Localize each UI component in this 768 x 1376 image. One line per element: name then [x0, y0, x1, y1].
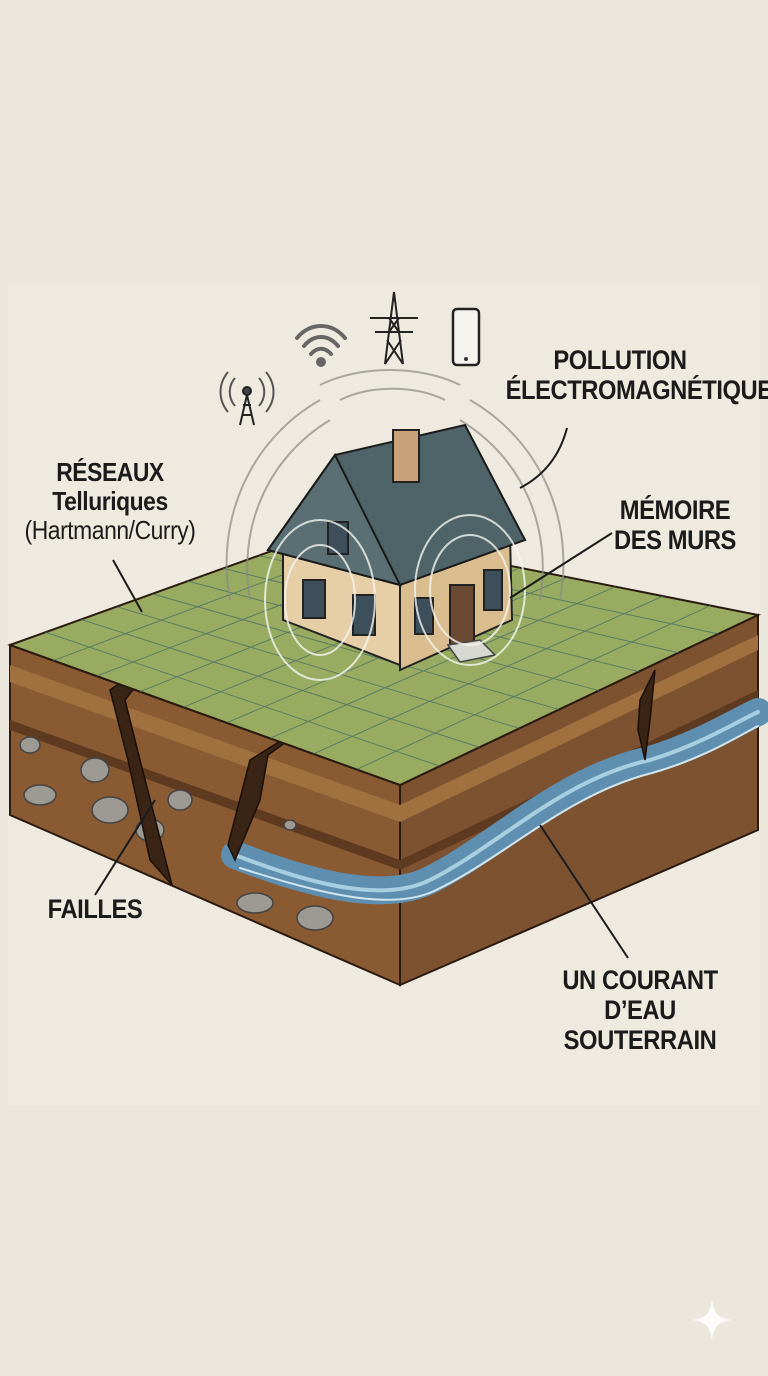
ground-block [9, 613, 768, 987]
grid-line [152, 593, 560, 710]
label-line: UN COURANT [562, 965, 718, 995]
wall-memory-waves [264, 514, 526, 681]
label-line: RÉSEAUX [56, 457, 164, 487]
em-waves [225, 369, 565, 601]
grid-line [80, 618, 480, 748]
grid-line [269, 586, 616, 739]
wifi-icon [295, 324, 347, 367]
label-line: (Hartmann/Curry) [24, 515, 196, 546]
label-line: MÉMOIRE [619, 495, 731, 525]
label-memoire-des-murs: MÉMOIRE DES MURS [609, 495, 741, 555]
label-line: D’EAU SOUTERRAIN [563, 995, 717, 1056]
label-reseaux-telluriques: RÉSEAUX Telluriques (Hartmann/Curry) [18, 457, 203, 546]
house [264, 423, 527, 681]
grid-line [116, 606, 520, 729]
cell-tower-icon [219, 371, 275, 426]
grid-line [45, 631, 440, 767]
power-pylon-icon [370, 291, 418, 365]
sparkle-icon [692, 1300, 732, 1340]
label-line: DES MURS [614, 525, 736, 556]
label-line: Telluriques [52, 486, 168, 517]
label-pollution-electromagnetique: POLLUTION ÉLECTROMAGNÉTIQUE [505, 345, 768, 406]
label-line: POLLUTION [553, 345, 687, 375]
label-line: ÉLECTROMAGNÉTIQUE [505, 375, 768, 406]
grid-line [356, 605, 711, 770]
underground-water [221, 698, 768, 905]
label-failles: FAILLES [47, 894, 143, 924]
smartphone-icon [451, 307, 481, 367]
rocks [19, 736, 334, 931]
leader-lines [94, 427, 629, 959]
grid-line [313, 595, 664, 755]
label-courant-eau: UN COURANT D’EAU SOUTERRAIN [530, 965, 750, 1056]
